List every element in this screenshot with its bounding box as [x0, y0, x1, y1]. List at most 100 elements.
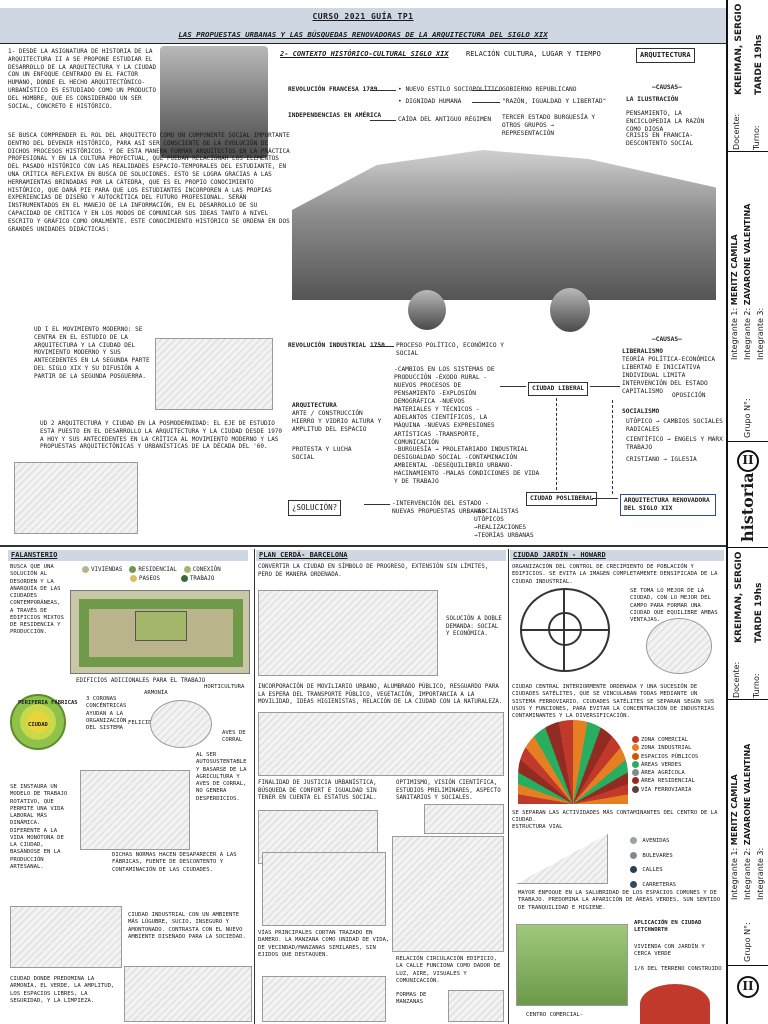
jardin-campo: SE TOMA LO MEJOR DE LA CIUDAD, CON LO ME…: [630, 588, 718, 624]
cerda-optimismo: OPTIMISMO, VISIÓN CIENTÍFICA, ESTUDIOS P…: [396, 780, 501, 802]
jardin-central: CIUDAD CENTRAL INTERIORMENTE ORDENADA Y …: [512, 684, 715, 720]
falansterio-title: FALANSTERIO: [8, 550, 248, 562]
arrow-line: [472, 90, 500, 91]
cerda-formas: FORMAS DE MANZANAS: [396, 992, 427, 1006]
industrial-city-sketch: [10, 906, 122, 968]
zona-item: VÍA FERROVIARIA: [632, 785, 724, 794]
cerda-vias: VÍAS PRINCIPALES CORTAN TRAZADO EN DAMER…: [258, 930, 390, 958]
title-block: Docente: KREIMAN, SERGIO Turno: TARDE 19…: [726, 0, 768, 1024]
zona-item: ZONA COMERCIAL: [632, 736, 724, 744]
cerda-p2: INCORPORACIÓN DE MOVILIARIO URBANO, ALUM…: [258, 684, 503, 706]
zona-item: ÁREAS VERDES: [632, 760, 724, 769]
legend-item: TRABAJO: [180, 574, 214, 582]
integrantes-cell: Integrante 1: MERITZ CAMILA Integrante 2…: [728, 152, 768, 442]
cerda-solucion: SOLUCIÓN A DOBLE DEMANDA: SOCIAL Y ECONÓ…: [446, 616, 502, 638]
intro-text: 1- DESDE LA ASIGNATURA DE HISTORIA DE LA…: [8, 48, 157, 110]
letchworth-sketch: [516, 924, 628, 1006]
jardin-vivienda: VIVIENDA CON JARDÍN Y CERCA VERDE: [634, 944, 705, 958]
docente-label: Docente:: [732, 113, 741, 150]
revolucion-industrial: REVOLUCIÓN INDUSTRIAL 1750: [288, 342, 385, 349]
workers-sketch: [80, 770, 190, 850]
cerda-finalidad: FINALIDAD DE JUSTICIA URBANÍSTICA, BÚSQU…: [258, 780, 377, 802]
aves-label: AVES DE CORRAL: [222, 730, 246, 744]
coronas-text: 3 CORONAS CONCÉNTRICAS AYUDAN A LA ORGAN…: [86, 696, 127, 732]
vial-sector-sketch: [516, 834, 608, 884]
protesta-text: PROTESTA Y LUCHA SOCIAL: [292, 446, 352, 462]
horticultura-label: HORTICULTURA: [204, 684, 245, 690]
via-item: CALLES: [630, 863, 724, 878]
legend-swatch: [82, 566, 89, 573]
marx-portrait-image: [550, 288, 590, 332]
portrait-image: [408, 290, 446, 330]
intro-engraving-image: [160, 46, 268, 158]
arquitectura-box: ARQUITECTURA: [636, 48, 695, 64]
section-divider: [0, 545, 726, 547]
vias-legend: AVENIDAS BULEVARES CALLES CARRETERAS: [630, 834, 724, 892]
cristiano: CRISTIANO → IGLESIA: [626, 456, 697, 463]
caida-antiguo-regimen: CAÍDA DEL ANTIGUO RÉGIMEN: [398, 116, 492, 123]
razon-igualdad: "RAZÓN, IGUALDAD Y LIBERTAD": [502, 98, 607, 105]
periferia-label: PERIFERIA FÁBRICAS: [18, 700, 78, 706]
ilustracion: LA ILUSTRACIÓN: [626, 96, 679, 103]
rings-diagram: [10, 694, 66, 750]
oposicion: OPOSICIÓN: [672, 392, 706, 399]
arte-text: ARTE / CONSTRUCCIÓN HIERRO Y VIDRIO ALTU…: [292, 410, 382, 434]
dashed-connector: [612, 400, 613, 494]
glasses-sketch: [424, 804, 504, 834]
block-sketch: [262, 976, 386, 1022]
arrow-line: [592, 498, 618, 499]
falansterio-intro: BUSCA QUE UNA SOLUCIÓN AL DESORDEN Y LA …: [10, 564, 64, 636]
jardin-aplicacion: APLICACIÓN EN CIUDAD LETCHWORTH: [634, 920, 702, 934]
intervencion-text: -INTERVENCIÓN DEL ESTADO -NUEVAS PROPUES…: [392, 500, 489, 516]
integrante2-label: Integrante 2:: [743, 307, 752, 360]
context-relation: RELACIÓN CULTURA, LUGAR Y TIEMPO: [466, 50, 601, 58]
armonia-text: CIUDAD DONDE PREDOMINA LA ARMONÍA, EL VE…: [10, 976, 115, 1004]
industrial-text: CIUDAD INDUSTRIAL CON UN AMBIENTE MÁS LÚ…: [128, 912, 246, 940]
arrow-line: [590, 386, 620, 387]
perspective-sketch: [392, 836, 504, 952]
legend-item: CONEXIÓN: [183, 566, 221, 573]
logo-numeral-2: II: [737, 976, 759, 998]
zona-item: ÁREA RESIDENCIAL: [632, 777, 724, 785]
logo-numeral: II: [737, 450, 759, 472]
nuevo-estilo: • NUEVO ESTILO SOCIOPOLÍTICO: [398, 86, 503, 93]
liberalismo-text: TEORÍA POLÍTICA-ECONÓMICA LIBERTAD E INI…: [622, 356, 716, 396]
zona-item: ÁREA AGRÍCOLA: [632, 769, 724, 777]
industrial-collage-image: [292, 150, 716, 300]
page-subtitle: LAS PROPUESTAS URBANAS Y LAS BÚSQUEDAS R…: [178, 30, 548, 39]
jardin-centro: CENTRO COMERCIAL-: [526, 1012, 584, 1018]
ciudad-liberal-box: CIUDAD LIBERAL: [528, 382, 589, 397]
course-title: CURSO 2021 GUÍA TP1: [312, 12, 414, 21]
jardin-terreno: 1/6 DEL TERRENO CONSTRUIDO: [634, 966, 722, 972]
postmodern-building-sketch: [14, 462, 138, 534]
modelo-text: SE INSTAURA UN MODELO DE TRABAJO ROTATIV…: [10, 784, 68, 870]
liberalismo: LIBERALISMO: [622, 348, 663, 355]
legend-item: VIVIENDAS: [82, 566, 122, 573]
proceso-text: PROCESO POLÍTICO, ECONÓMICO Y SOCIAL: [396, 342, 505, 358]
crisis-text: CRISIS EN FRANCIA- DESCONTENTO SOCIAL: [626, 132, 694, 148]
garden-city-diagram: [520, 588, 610, 672]
estructura-vial-label: ESTRUCTURA VIAL: [512, 824, 563, 830]
ud2-text: UD 2 ARQUITECTURA Y CIUDAD EN LA POSMODE…: [40, 420, 283, 451]
falansterio-plan-sketch: [70, 590, 250, 674]
causas-label-2: —CAUSAS—: [652, 336, 682, 343]
zona-item: ESPACIOS PÚBLICOS: [632, 752, 724, 761]
gobierno-republicano: GOBIERNO REPUBLICANO: [502, 86, 577, 93]
logo-cell-2: II: [728, 966, 768, 1024]
falansterio-legend: VIVIENDAS RESIDENCIAL CONEXIÓN PASEOS TR…: [82, 566, 252, 583]
normas-text: DICHAS NORMAS HACEN DESAPARECER A LAS FÁ…: [112, 852, 237, 873]
edificios-caption: EDIFICIOS ADICIONALES PARA EL TRABAJO: [76, 678, 206, 684]
legend-item: RESIDENCIAL: [129, 566, 177, 573]
turno-label: Turno:: [752, 125, 761, 150]
zona-item: ZONA INDUSTRIAL: [632, 744, 724, 752]
arrow-line: [500, 386, 526, 387]
grupo-label: Grupo N°:: [743, 398, 752, 438]
cientifico: CIENTÍFICO → ENGELS Y MARX TRABAJO: [626, 436, 723, 452]
context-title: 2- CONTEXTO HISTÓRICO-CULTURAL SIGLO XIX: [280, 50, 449, 58]
ciudad-posliberal-box: CIUDAD POSLIBERAL: [526, 492, 598, 507]
magnet-sketch: [646, 618, 712, 674]
column-divider: [254, 549, 255, 1024]
integrante3-label: Integrante 3:: [756, 307, 765, 360]
cerda-title: PLAN CERDÁ- BARCELONA: [256, 550, 506, 562]
arrow-line: [370, 90, 396, 91]
